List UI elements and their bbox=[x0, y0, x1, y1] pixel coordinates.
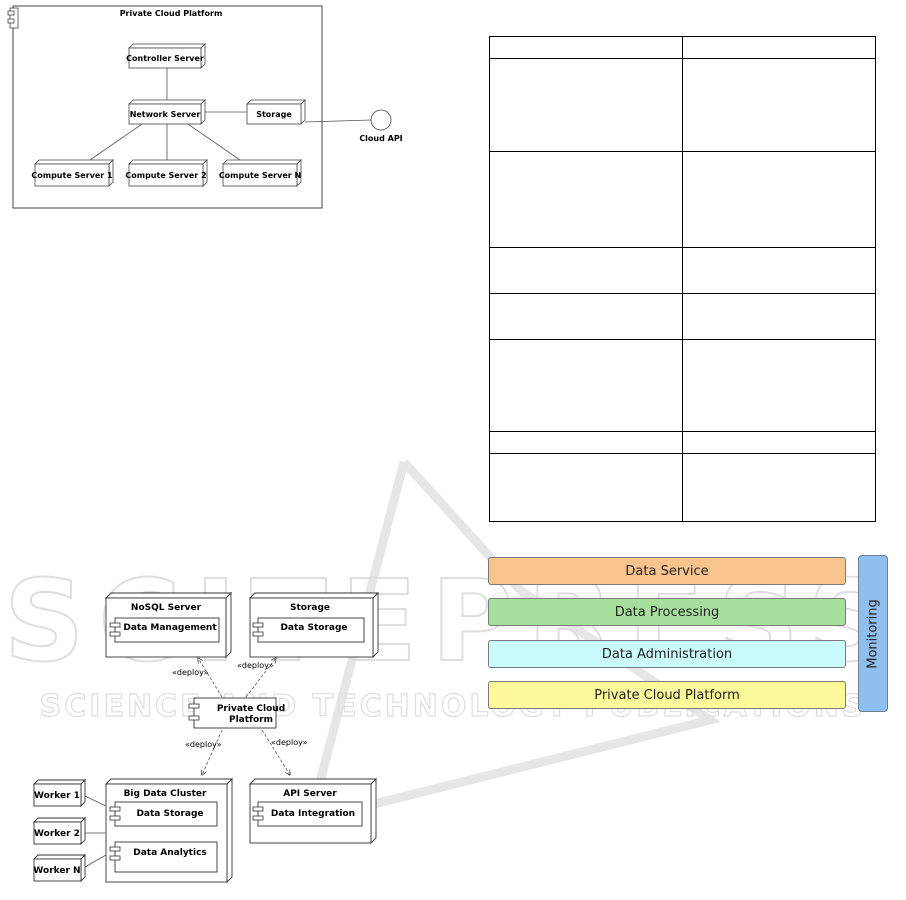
cloud-api-label: Cloud API bbox=[359, 134, 402, 143]
worker-1-label: Worker 1 bbox=[34, 791, 80, 801]
table-row bbox=[489, 453, 876, 522]
worker-connectors bbox=[84, 795, 107, 868]
table-row bbox=[489, 293, 876, 340]
layer-private-cloud-platform: Private Cloud Platform bbox=[488, 681, 846, 709]
cluster-data-storage-component: Data Storage bbox=[109, 801, 218, 827]
layer-data-service: Data Service bbox=[488, 557, 846, 585]
data-management-component: Data Management bbox=[109, 617, 220, 643]
storage-node-2: Storage Data Storage bbox=[248, 591, 380, 659]
table-row bbox=[489, 431, 876, 454]
storage-node: Storage bbox=[246, 99, 306, 125]
empty-table bbox=[489, 36, 876, 522]
layer-data-service-label: Data Service bbox=[625, 563, 709, 579]
storage-node-title: Storage bbox=[290, 603, 330, 613]
api-server-title: API Server bbox=[283, 789, 337, 799]
worker-2-node: Worker 2 bbox=[32, 816, 87, 846]
monitoring-label: Monitoring bbox=[865, 598, 881, 669]
private-cloud-label-1: Private Cloud bbox=[217, 704, 285, 714]
data-integration-component: Data Integration bbox=[252, 801, 363, 827]
worker-n-label: Worker N bbox=[33, 866, 80, 876]
worker-1-node: Worker 1 bbox=[32, 778, 87, 808]
network-server-node: Network Server bbox=[128, 99, 206, 125]
deploy-arrows bbox=[198, 658, 290, 775]
private-cloud-label-2: Platform bbox=[229, 715, 273, 725]
platform-title: Private Cloud Platform bbox=[120, 9, 223, 18]
cloud-api-interface bbox=[370, 109, 392, 131]
cluster-data-storage-label: Data Storage bbox=[136, 809, 203, 819]
layer-data-processing-label: Data Processing bbox=[614, 604, 720, 620]
compute-server-1-label: Compute Server 1 bbox=[31, 171, 113, 180]
table-row bbox=[489, 151, 876, 248]
table-row bbox=[489, 36, 876, 59]
controller-server-label: Controller Server bbox=[126, 54, 204, 63]
table-row bbox=[489, 247, 876, 294]
data-storage-label: Data Storage bbox=[280, 623, 347, 633]
deploy-label-api: «deploy» bbox=[271, 738, 308, 747]
layer-data-administration-label: Data Administration bbox=[601, 646, 733, 662]
big-data-cluster-node: Big Data Cluster Data Storage Data Analy… bbox=[104, 777, 234, 884]
nosql-server-title: NoSQL Server bbox=[131, 603, 202, 613]
compute-server-1-node: Compute Server 1 bbox=[31, 159, 114, 187]
compute-server-n-label: Compute Server N bbox=[219, 171, 301, 180]
table-row bbox=[489, 339, 876, 432]
deploy-label-bigdata: «deploy» bbox=[185, 740, 222, 749]
compute-server-2-node: Compute Server 2 bbox=[125, 159, 208, 187]
compute-server-2-label: Compute Server 2 bbox=[125, 171, 206, 180]
deploy-label-storage: «deploy» bbox=[237, 661, 274, 670]
data-management-label: Data Management bbox=[123, 623, 217, 633]
private-cloud-component: Private Cloud Platform bbox=[188, 697, 285, 729]
network-server-label: Network Server bbox=[130, 110, 201, 119]
layer-private-cloud-platform-label: Private Cloud Platform bbox=[594, 687, 740, 703]
worker-n-node: Worker N bbox=[32, 853, 87, 883]
monitoring-bar: Monitoring bbox=[858, 555, 888, 712]
data-storage-component: Data Storage bbox=[252, 617, 365, 643]
controller-server-node: Controller Server bbox=[126, 43, 206, 69]
data-analytics-component: Data Analytics bbox=[109, 841, 218, 873]
layer-data-administration: Data Administration bbox=[488, 640, 846, 668]
data-integration-label: Data Integration bbox=[271, 809, 355, 819]
cloud-platform-diagram: Private Cloud Platform Controller Server… bbox=[7, 5, 403, 209]
nosql-server-node: NoSQL Server Data Management bbox=[104, 591, 233, 659]
storage-label: Storage bbox=[256, 110, 292, 119]
deploy-label-nosql: «deploy» bbox=[172, 668, 209, 677]
compute-server-n-node: Compute Server N bbox=[219, 159, 302, 187]
platform-frame bbox=[12, 5, 323, 209]
connectors bbox=[89, 67, 372, 161]
data-analytics-label: Data Analytics bbox=[133, 848, 207, 858]
layer-data-processing: Data Processing bbox=[488, 598, 846, 626]
table-row bbox=[489, 58, 876, 152]
api-server-node: API Server Data Integration bbox=[248, 777, 378, 845]
worker-2-label: Worker 2 bbox=[34, 829, 80, 839]
deployment-diagram: «deploy» «deploy» «deploy» «deploy» NoSQ… bbox=[32, 591, 380, 884]
component-icon bbox=[7, 7, 19, 29]
big-data-cluster-title: Big Data Cluster bbox=[124, 789, 207, 799]
